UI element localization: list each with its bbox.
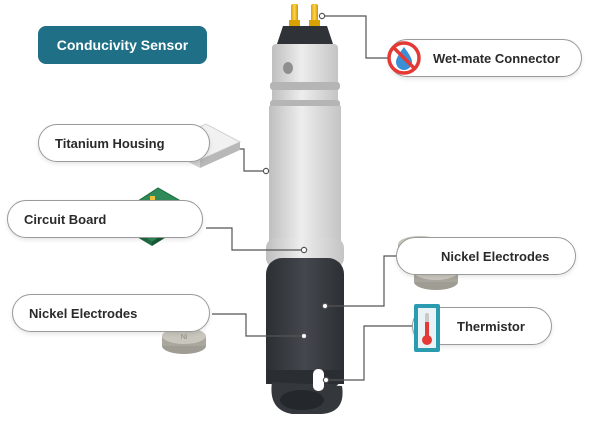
connector-cap [277,26,333,44]
callout-wet-mate-connector: Wet-mate Connector [388,39,582,77]
titanium-housing-body [269,106,341,248]
callout-nickel-electrodes-right: Nickel Electrodes [396,237,576,275]
leader-circuit-board [206,227,304,251]
callout-thermistor: Thermistor [412,307,552,345]
callout-label: Circuit Board [24,211,107,227]
sensor-probe [266,4,344,414]
callout-label: Titanium Housing [55,135,165,151]
leader-wet-mate [322,15,388,59]
callout-label: Nickel Electrodes [29,305,138,321]
probe-tip [266,258,344,388]
diagram-title: Conducivity Sensor [38,26,207,64]
leader-electrodes-left [212,313,304,337]
callout-label: Nickel Electrodes [441,248,550,264]
callout-circuit-board: Circuit Board [7,200,203,238]
leader-electrodes-right [325,255,396,307]
callout-titanium-housing: Titanium Housing [38,124,210,162]
callout-nickel-electrodes-left: Nickel Electrodes [12,294,210,332]
housing-top [272,44,338,106]
connector-pins [289,4,320,28]
callout-label: Wet-mate Connector [433,50,560,66]
thermistor-window [313,369,324,391]
callout-label: Thermistor [457,318,525,334]
leader-thermistor [326,325,412,381]
svg-text:Ni: Ni [181,334,188,341]
